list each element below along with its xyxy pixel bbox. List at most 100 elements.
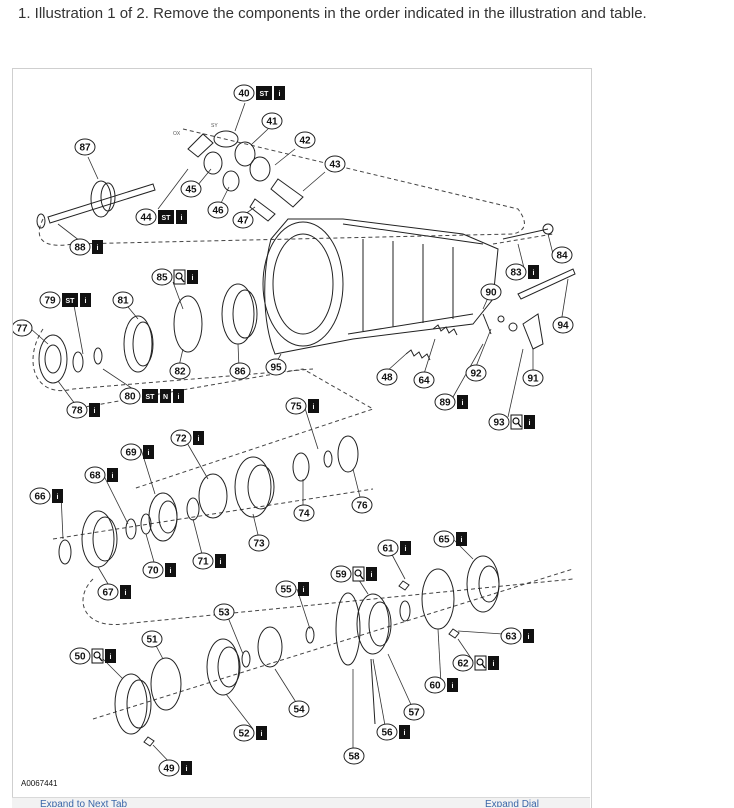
info-icon bbox=[488, 656, 499, 670]
callout-number: 55 bbox=[280, 585, 292, 596]
callout-number: 45 bbox=[185, 185, 197, 196]
info-icon bbox=[298, 582, 309, 596]
callout-bubble bbox=[480, 283, 502, 301]
transmission-case bbox=[262, 218, 499, 355]
callout-number: 79 bbox=[44, 296, 56, 307]
callout-bubble bbox=[488, 413, 510, 431]
svg-text:i: i bbox=[452, 683, 454, 690]
callout-number: 87 bbox=[79, 143, 91, 154]
svg-text:i: i bbox=[261, 731, 263, 738]
callout-81: 81 bbox=[112, 291, 134, 309]
small-label-ox: OX bbox=[173, 131, 181, 137]
callout-number: 94 bbox=[557, 321, 569, 332]
callout-number: 56 bbox=[381, 728, 393, 739]
callout-bubble bbox=[158, 759, 180, 777]
svg-text:i: i bbox=[110, 654, 112, 661]
callout-number: 49 bbox=[163, 764, 175, 775]
callout-number: 44 bbox=[140, 213, 152, 224]
svg-text:i: i bbox=[462, 400, 464, 407]
svg-text:i: i bbox=[170, 568, 172, 575]
callout-bubble bbox=[376, 723, 398, 741]
callout-73: 73 bbox=[248, 534, 270, 552]
callout-bubble bbox=[170, 429, 192, 447]
info-icon bbox=[105, 649, 116, 663]
svg-text:i: i bbox=[493, 661, 495, 668]
callout-60: 60 i bbox=[424, 676, 458, 694]
callout-bubble bbox=[135, 208, 157, 226]
callout-84: 84 bbox=[551, 246, 573, 264]
callout-bubble bbox=[74, 138, 96, 156]
callout-47: 47 bbox=[232, 211, 254, 229]
footer-strip bbox=[12, 797, 590, 808]
callout-number: 73 bbox=[253, 539, 265, 550]
tag-st bbox=[142, 389, 158, 403]
callout-76: 76 bbox=[351, 496, 373, 514]
info-icon bbox=[456, 532, 467, 546]
magnifier-icon bbox=[173, 269, 186, 285]
callout-number: 80 bbox=[124, 392, 136, 403]
callout-bubble bbox=[151, 268, 173, 286]
leader-lines bbox=[30, 102, 569, 767]
svg-text:i: i bbox=[198, 436, 200, 443]
info-icon bbox=[457, 395, 468, 409]
info-icon bbox=[165, 563, 176, 577]
callout-number: 40 bbox=[238, 89, 250, 100]
callout-bubble bbox=[120, 443, 142, 461]
svg-text:i: i bbox=[404, 730, 406, 737]
callout-number: 93 bbox=[493, 418, 505, 429]
callout-bubble bbox=[207, 201, 229, 219]
callout-bubble bbox=[376, 368, 398, 386]
callout-bubble bbox=[29, 487, 51, 505]
expand-dial-link[interactable]: Expand Dial bbox=[485, 799, 539, 807]
info-icon bbox=[143, 445, 154, 459]
bottom-assembly bbox=[114, 555, 500, 747]
callout-bubble bbox=[141, 630, 163, 648]
callout-number: 60 bbox=[429, 681, 441, 692]
callout-43: 43 bbox=[324, 155, 346, 173]
callout-number: 76 bbox=[356, 501, 368, 512]
svg-text:i: i bbox=[528, 634, 530, 641]
callout-number: 69 bbox=[125, 448, 137, 459]
expand-next-tab-link[interactable]: Expand to Next Tab bbox=[40, 799, 128, 807]
callout-number: 54 bbox=[293, 705, 305, 716]
front-pump-77 bbox=[38, 334, 103, 384]
callout-82: 82 bbox=[169, 362, 191, 380]
info-icon bbox=[173, 389, 184, 403]
callout-bubble bbox=[500, 627, 522, 645]
info-icon bbox=[176, 210, 187, 224]
svg-text:i: i bbox=[85, 298, 87, 305]
callout-number: 58 bbox=[348, 752, 360, 763]
callout-number: 61 bbox=[382, 544, 394, 555]
callout-number: 43 bbox=[329, 160, 341, 171]
callout-bubble bbox=[69, 238, 91, 256]
svg-text:i: i bbox=[97, 245, 99, 252]
svg-text:i: i bbox=[533, 270, 535, 277]
callout-bubble bbox=[232, 211, 254, 229]
callout-bubble bbox=[265, 358, 287, 376]
callout-86: 86 bbox=[229, 362, 251, 380]
callout-bubble bbox=[551, 246, 573, 264]
callout-bubble bbox=[84, 466, 106, 484]
info-icon bbox=[447, 678, 458, 692]
info-icon bbox=[256, 726, 267, 740]
callout-51: 51 bbox=[141, 630, 163, 648]
callout-48: 48 bbox=[376, 368, 398, 386]
svg-text:ST: ST bbox=[260, 91, 270, 98]
callout-number: 83 bbox=[510, 268, 522, 279]
callout-bubble bbox=[248, 534, 270, 552]
assembly-guides bbox=[32, 128, 574, 720]
callout-number: 85 bbox=[156, 273, 168, 284]
callout-bubble bbox=[66, 401, 88, 419]
